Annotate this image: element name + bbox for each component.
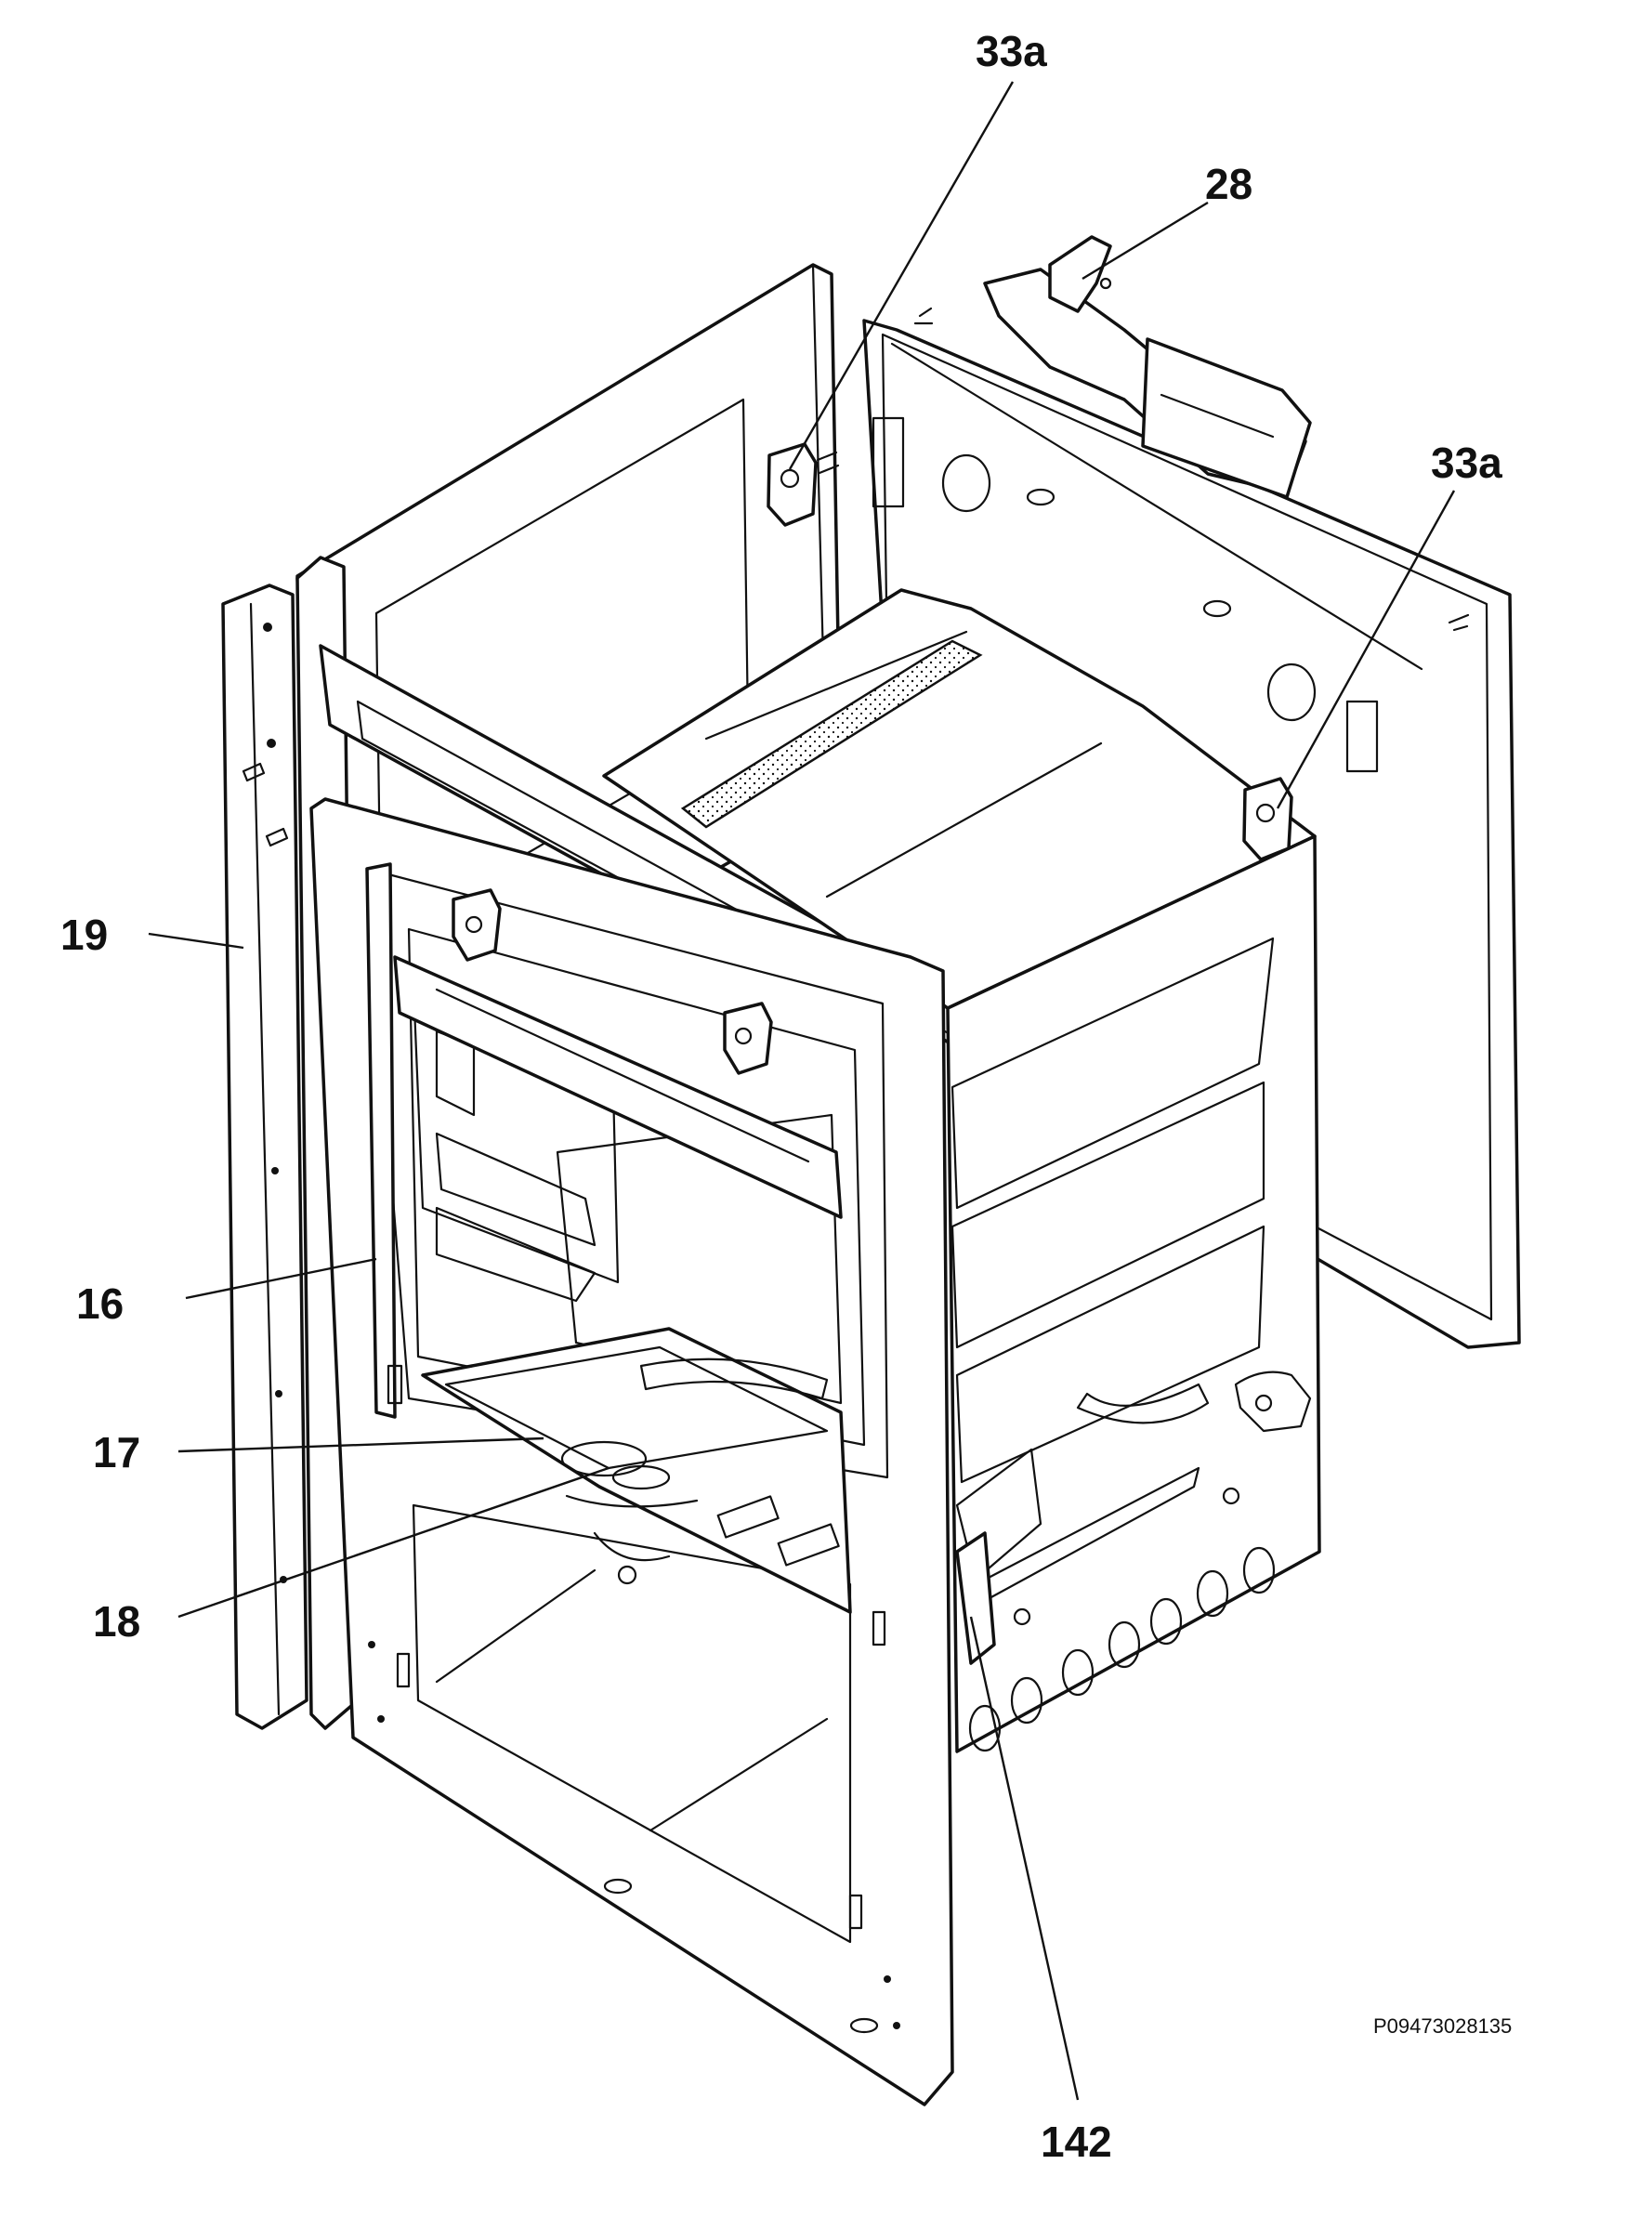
leader-16 [185, 1257, 377, 1300]
callout-33a-right: 33a [1431, 439, 1502, 487]
callout-28: 28 [1205, 160, 1253, 208]
oven-cavity-box [602, 588, 1321, 1753]
hinge-clip-33a-right [1242, 777, 1293, 861]
leader-17 [177, 1436, 544, 1453]
leader-28 [1082, 201, 1209, 281]
left-side-rail [221, 584, 308, 1730]
callout-18: 18 [93, 1597, 141, 1646]
callout-16: 16 [76, 1279, 125, 1328]
callout-17: 17 [93, 1428, 141, 1476]
figure-ref-code: P09473028135 [1373, 2014, 1513, 2038]
leader-lines [148, 81, 1456, 2101]
callout-142: 142 [1041, 2118, 1112, 2166]
leader-142 [969, 1616, 1080, 2101]
inner-cavity-front [365, 862, 1312, 1665]
callout-19: 19 [60, 911, 109, 959]
leader-19 [148, 932, 244, 950]
leader-18 [177, 1466, 610, 1619]
leader-33a-right [1276, 490, 1456, 809]
leader-33a-top [788, 81, 1015, 470]
callout-33a-top: 33a [976, 27, 1047, 75]
hinge-clip-33a-top [767, 442, 840, 527]
top-rear-bracket [913, 235, 1312, 499]
